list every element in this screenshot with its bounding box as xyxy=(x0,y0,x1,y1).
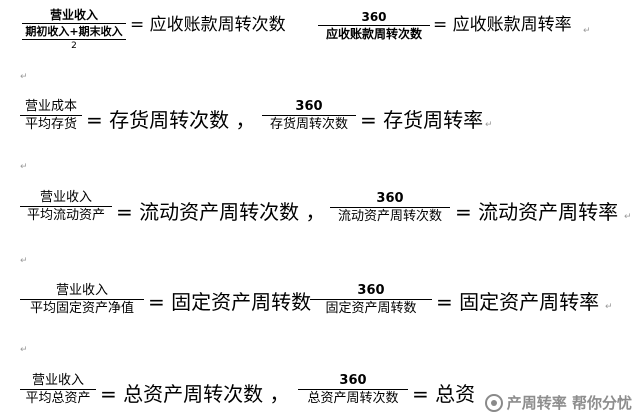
formula-2-fraction-2: 360 存货周转次数 xyxy=(262,100,356,131)
formula-3-result-1: = 流动资产周转次数 ， xyxy=(116,200,326,224)
paragraph-mark: ↵ xyxy=(20,162,28,172)
wechat-logo-icon xyxy=(484,393,503,412)
formula-5-numerator-2: 360 xyxy=(339,373,367,388)
fraction-bar xyxy=(318,25,430,26)
formula-4-numerator-2: 360 xyxy=(357,283,385,298)
fraction-bar xyxy=(20,115,82,116)
formula-4-numerator: 营业收入 xyxy=(55,283,108,298)
fraction-bar xyxy=(330,207,450,208)
fraction-bar xyxy=(20,299,144,300)
formula-1-denominator-divisor: 2 xyxy=(71,41,77,51)
paragraph-mark: ↵ xyxy=(20,345,28,355)
formula-2-denominator-2: 存货周转次数 xyxy=(269,117,348,132)
fraction-bar xyxy=(310,299,432,300)
formula-3-numerator: 营业收入 xyxy=(39,190,92,205)
formula-2-fraction-1: 营业成本 平均存货 xyxy=(20,100,82,131)
formula-1-denominator: 期初收入+期末收入 xyxy=(25,25,123,38)
formula-2-numerator-2: 360 xyxy=(295,99,323,114)
formula-1-result-2: = 应收账款周转率 xyxy=(433,15,572,35)
formula-2-result-2: = 存货周转率 xyxy=(360,108,484,132)
formula-1-numerator: 营业收入 xyxy=(49,8,98,22)
formula-2-result-1: = 存货周转次数 ， xyxy=(86,108,256,132)
paragraph-mark: ↵ xyxy=(20,256,28,266)
formula-5-numerator: 营业收入 xyxy=(31,373,84,388)
formula-4-denominator: 平均固定资产净值 xyxy=(29,301,134,316)
formula-1-fraction-2: 360 应收账款周转次数 xyxy=(318,11,430,40)
formula-4-fraction-1: 营业收入 平均固定资产净值 xyxy=(20,284,144,315)
paragraph-mark: ↵ xyxy=(624,212,632,222)
fraction-bar xyxy=(22,39,126,40)
fraction-bar xyxy=(298,389,408,390)
formula-3-fraction-1: 营业收入 平均流动资产 xyxy=(20,191,112,222)
formula-4-result-1: = 固定资产周转数 xyxy=(148,290,312,314)
formula-4-result-2: = 固定资产周转率 xyxy=(436,290,600,314)
formula-4-fraction-2: 360 固定资产周转数 xyxy=(310,284,432,315)
fraction-bar xyxy=(22,23,126,24)
fraction-bar xyxy=(20,206,112,207)
formula-5-denominator: 平均总资产 xyxy=(25,391,91,406)
watermark-text: 产周转率 帮你分忧 xyxy=(506,394,632,412)
paragraph-mark: ↵ xyxy=(605,302,613,312)
formula-1-numerator-2: 360 xyxy=(361,10,387,24)
formula-3-denominator: 平均流动资产 xyxy=(26,208,105,223)
formula-1-result-1: = 应收账款周转次数 xyxy=(130,15,286,35)
formula-1-fraction-1: 营业收入 期初收入+期末收入 2 xyxy=(22,9,126,51)
formula-1-denominator-2: 应收账款周转次数 xyxy=(325,27,422,41)
formula-5-fraction-1: 营业收入 平均总资产 xyxy=(20,374,96,405)
paragraph-mark: ↵ xyxy=(583,26,591,36)
paragraph-mark: ↵ xyxy=(20,72,28,82)
formula-5-result-2: = 总资 xyxy=(412,382,476,406)
formula-2-denominator: 平均存货 xyxy=(24,117,77,132)
watermark: 产周转率 帮你分忧 xyxy=(484,392,632,413)
formula-3-numerator-2: 360 xyxy=(376,191,404,206)
formula-5-fraction-2: 360 总资产周转次数 xyxy=(298,374,408,405)
formula-5-denominator-2: 总资产周转次数 xyxy=(307,391,399,406)
formula-3-result-2: = 流动资产周转率 xyxy=(455,200,619,224)
formula-4-denominator-2: 固定资产周转数 xyxy=(325,301,417,316)
paragraph-mark: ↵ xyxy=(485,120,493,130)
formula-3-fraction-2: 360 流动资产周转次数 xyxy=(330,192,450,223)
fraction-bar xyxy=(262,115,356,116)
fraction-bar xyxy=(20,389,96,390)
formula-2-numerator: 营业成本 xyxy=(24,99,77,114)
formula-3-denominator-2: 流动资产周转次数 xyxy=(337,209,442,224)
formula-5-result-1: = 总资产周转次数 ， xyxy=(100,382,290,406)
